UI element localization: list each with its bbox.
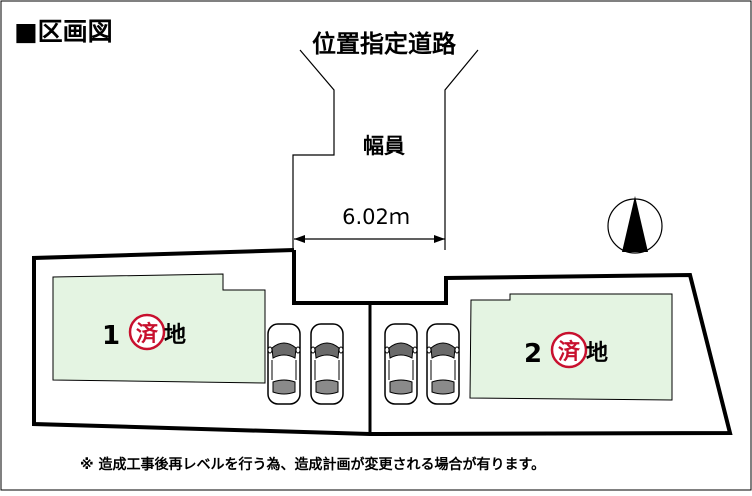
sold-stamp-icon [128, 313, 166, 351]
car-icon [426, 323, 460, 405]
lot-suffix-1: 地 [164, 323, 186, 348]
car-icon [384, 323, 418, 405]
road-name: 位置指定道路 [312, 30, 457, 58]
lot-number-2: 2 [524, 339, 542, 369]
lot-boundary [32, 248, 733, 437]
road-left-edge [292, 49, 335, 250]
sold-stamp-1: 済 [136, 321, 159, 347]
road-right-edge [444, 49, 479, 250]
dimension-arrow-right-icon [434, 235, 445, 243]
page-title: ■区画図 [14, 17, 113, 46]
dimension-arrow-left-icon [294, 235, 305, 243]
footnote: ※ 造成工事後再レベルを行う為、造成計画が変更される場合が有ります。 [80, 456, 545, 473]
road-width-label: 幅員 [363, 134, 405, 158]
lot-label-2: 2 済 地 [524, 331, 608, 369]
lot-suffix-2: 地 [586, 341, 608, 366]
road-width-value: 6.02ｍ [342, 205, 410, 229]
sold-stamp-icon [550, 331, 588, 369]
lot-number-1: 1 [102, 321, 120, 351]
car-icon [267, 323, 301, 405]
sold-stamp-2: 済 [558, 339, 581, 365]
north-arrow-icon [607, 196, 663, 254]
lot-label-1: 1 済 地 [102, 313, 186, 351]
car-icon [310, 323, 344, 405]
